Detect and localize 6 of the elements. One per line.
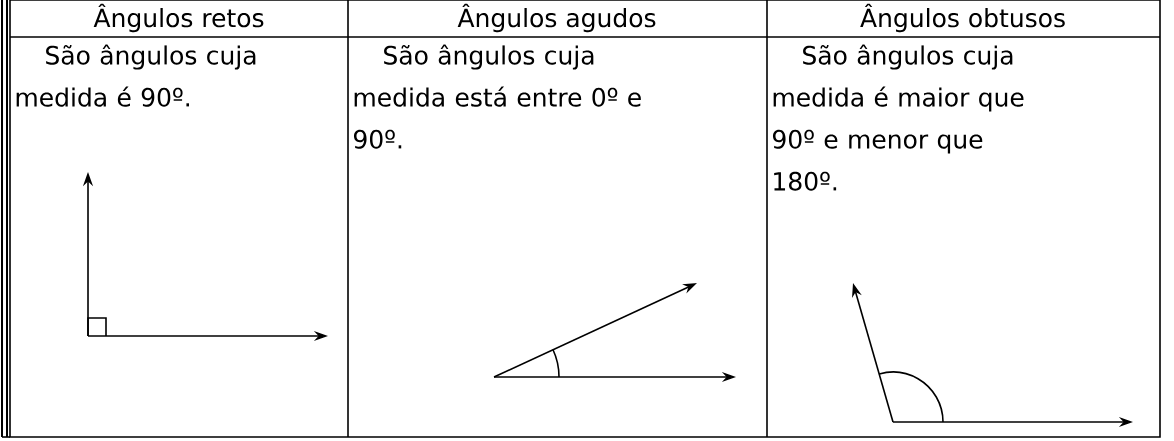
definition-text: São ângulos cuja medida está entre 0º e 90º.	[353, 44, 641, 149]
header-cell: Ângulos obtusos	[860, 3, 1065, 33]
definition-text: São ângulos cuja medida é 90º.	[16, 44, 256, 107]
definition-text: São ângulos cuja medida é maior que 90º e menor que 180º.	[772, 44, 1024, 191]
header-cell: Ângulos agudos	[457, 3, 656, 33]
header-cell: Ângulos retos	[93, 3, 264, 33]
